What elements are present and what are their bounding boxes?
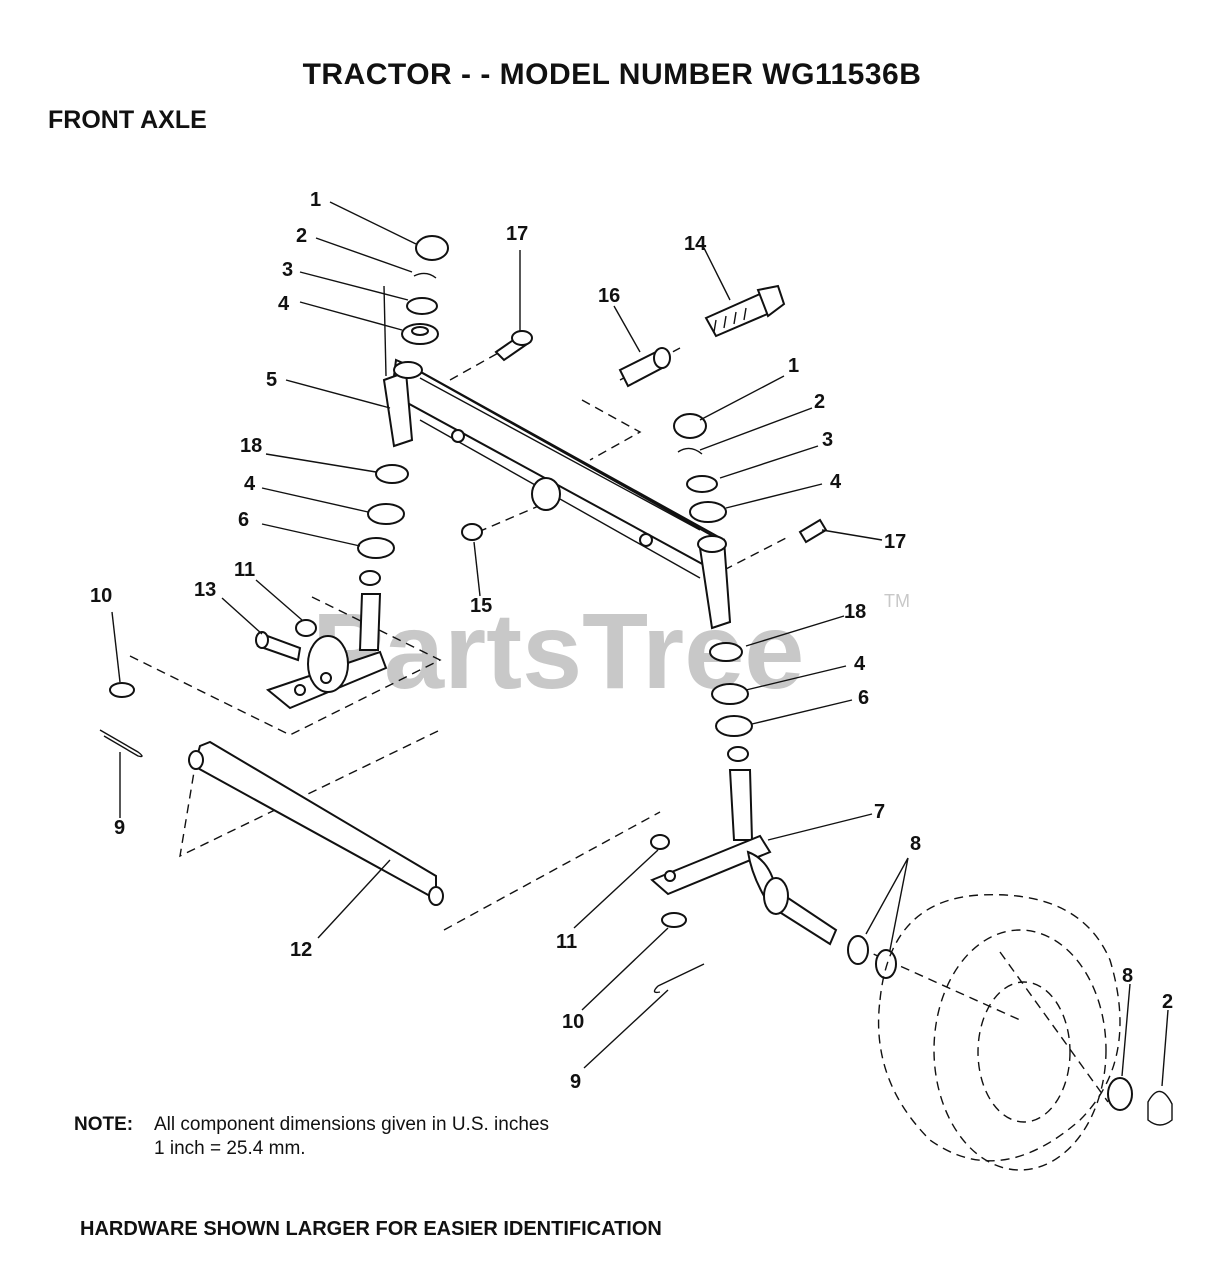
left-cotter-washer xyxy=(99,682,143,758)
wheel-outline xyxy=(877,893,1121,1171)
callout-2: 2 xyxy=(296,225,307,247)
callout-numbers: 1 2 3 4 5 18 4 6 11 13 10 9 17 16 14 1 2… xyxy=(90,189,1173,1093)
callout-2: 2 xyxy=(1162,991,1173,1013)
callout-17: 17 xyxy=(506,223,528,245)
callout-8: 8 xyxy=(1122,965,1133,987)
assembly-lines xyxy=(129,347,1109,1103)
callout-6: 6 xyxy=(858,687,869,709)
callout-10: 10 xyxy=(562,1011,584,1033)
note-label: NOTE: xyxy=(74,1114,134,1135)
callout-2: 2 xyxy=(814,391,825,413)
callout-3: 3 xyxy=(822,429,833,451)
callout-18: 18 xyxy=(844,601,866,623)
callout-1: 1 xyxy=(788,355,799,377)
callout-4: 4 xyxy=(830,471,842,493)
right-kingpin-stack xyxy=(673,413,828,762)
callout-1: 1 xyxy=(310,189,321,211)
callout-4: 4 xyxy=(854,653,866,675)
callout-13: 13 xyxy=(194,579,216,601)
page-title: TRACTOR - - MODEL NUMBER WG11536B xyxy=(302,58,922,91)
footer-note: HARDWARE SHOWN LARGER FOR EASIER IDENTIF… xyxy=(80,1218,662,1240)
callout-11: 11 xyxy=(234,559,255,581)
callout-9: 9 xyxy=(114,817,125,839)
right-spindle xyxy=(650,769,838,994)
callout-7: 7 xyxy=(874,801,885,823)
section-title: FRONT AXLE xyxy=(48,106,207,134)
callout-4: 4 xyxy=(278,293,290,315)
callout-12: 12 xyxy=(290,939,312,961)
leader-lines xyxy=(111,201,1169,1087)
watermark-trademark: TM xyxy=(884,591,910,611)
callout-6: 6 xyxy=(238,509,249,531)
axle-beam xyxy=(382,358,732,630)
callout-17: 17 xyxy=(884,531,906,553)
callout-18: 18 xyxy=(240,435,262,457)
axle-washers xyxy=(847,935,1173,1126)
note-line-1: All component dimensions given in U.S. i… xyxy=(154,1114,549,1135)
callout-8: 8 xyxy=(910,833,921,855)
callout-15: 15 xyxy=(470,595,492,617)
tie-rod xyxy=(188,740,444,906)
callout-4: 4 xyxy=(244,473,256,495)
callout-11: 11 xyxy=(556,931,577,953)
top-hardware xyxy=(461,284,786,541)
left-kingpin-stack xyxy=(357,235,449,586)
note-line-2: 1 inch = 25.4 mm. xyxy=(154,1138,306,1159)
callout-9: 9 xyxy=(570,1071,581,1093)
callout-16: 16 xyxy=(598,285,620,307)
callout-10: 10 xyxy=(90,585,112,607)
callout-5: 5 xyxy=(266,369,277,391)
left-spindle xyxy=(255,593,388,710)
callout-3: 3 xyxy=(282,259,293,281)
callout-14: 14 xyxy=(684,233,707,255)
